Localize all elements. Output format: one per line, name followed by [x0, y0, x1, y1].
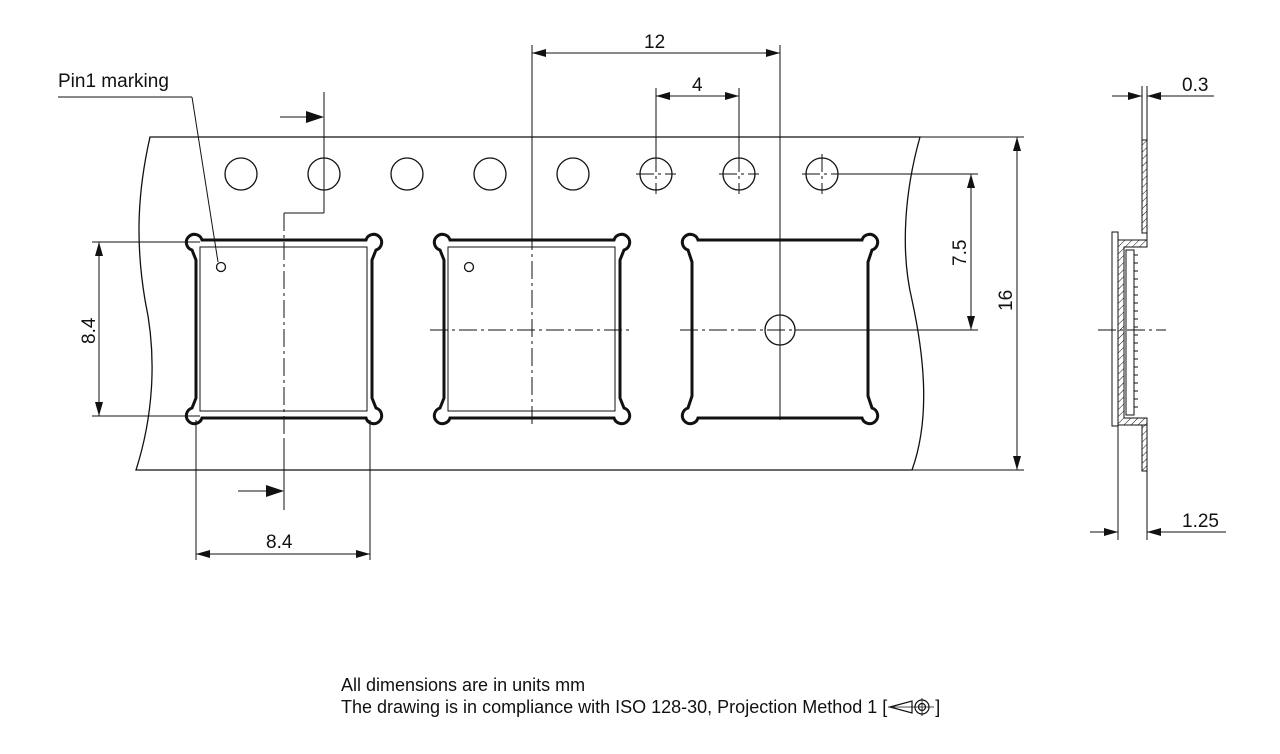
dim-7-5-label: 7.5 — [950, 240, 971, 266]
pin1-leader — [58, 96, 219, 263]
dim-4-label: 4 — [692, 75, 703, 96]
units-note: All dimensions are in units mm — [341, 675, 586, 695]
dim-1-25-label: 1.25 — [1182, 511, 1219, 532]
dim-1-25 — [1090, 426, 1226, 540]
dim-16 — [912, 136, 1024, 471]
dim-8-4-vertical — [92, 241, 200, 417]
dim-8-4-vertical-label: 8.4 — [79, 317, 100, 344]
dim-4 — [655, 88, 740, 154]
hole-centerlines — [636, 154, 842, 194]
dim-16-label: 16 — [996, 290, 1017, 311]
carrier-tape-outline — [135, 136, 925, 471]
pin1-marking-label: Pin1 marking — [58, 71, 169, 92]
pin1-dot — [215, 261, 227, 273]
dim-0-3 — [1112, 86, 1214, 140]
compliance-note-text: The drawing is in compliance with ISO 12… — [341, 697, 888, 717]
dim-12 — [531, 45, 781, 420]
side-section-view — [1098, 139, 1166, 472]
compliance-note: The drawing is in compliance with ISO 12… — [341, 697, 940, 718]
pocket-centerlines — [430, 232, 880, 425]
compliance-note-end: ] — [935, 697, 941, 717]
projection-method-icon — [888, 698, 935, 716]
dim-12-label: 12 — [644, 32, 665, 53]
dim-8-4-horizontal-label: 8.4 — [266, 532, 293, 553]
dim-8-4-horizontal — [195, 420, 371, 560]
dim-0-3-label: 0.3 — [1182, 75, 1208, 96]
dim-7-5 — [795, 173, 978, 331]
section-cut — [238, 92, 325, 510]
